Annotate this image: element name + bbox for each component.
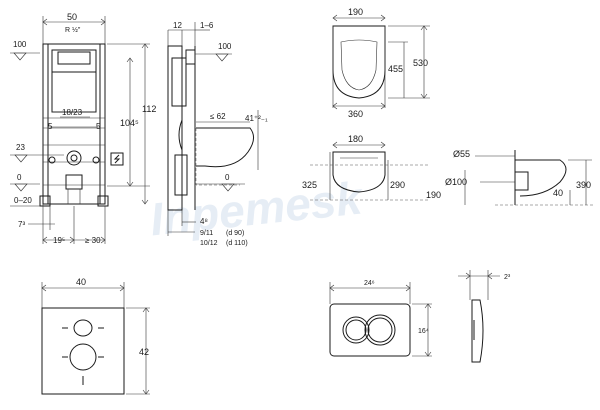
bottom-7-label: 7³ — [18, 220, 25, 229]
installation-frame-front-view: 50 R ½" 100 112 — [10, 12, 156, 245]
side-dim-62-label: ≤ 62 — [210, 112, 226, 121]
toilet-bowl-front-view: 180 325 290 — [302, 134, 430, 201]
spacing-18-23-label: 18/23 — [62, 108, 83, 117]
frame-width-label: 50 — [67, 12, 77, 22]
flush-plate-width-label: 24⁶ — [364, 280, 375, 287]
thread-label: R ½" — [65, 26, 81, 34]
bowl-top-length-530-label: 530 — [413, 58, 428, 68]
side-dim-4-label: 4⁸ — [200, 217, 208, 226]
bowl-side-dim-40-label: 40 — [553, 188, 563, 198]
side-dim-41-label: 41⁺²₋₁ — [245, 114, 268, 123]
side-note-d110-label: (d 110) — [226, 240, 248, 247]
bowl-top-length-455-label: 455 — [388, 64, 403, 74]
cover-plate-view: 40 42 — [41, 277, 150, 395]
frame-level-0-label: 0 — [17, 173, 22, 182]
flush-plate-front-view: 24⁶ 16⁴ — [329, 280, 432, 357]
installation-side-view: 12 1–6 100 ≤ 62 41⁺²₋₁ 0 4⁸ 9/11 — [167, 21, 268, 247]
frame-level-23-label: 23 — [16, 143, 25, 152]
frame-height-104-label: 104⁵ — [120, 118, 139, 128]
frame-level-100-label: 100 — [13, 40, 27, 49]
frame-range-0-20-label: 0–20 — [14, 196, 32, 205]
bottom-30-label: ≥ 30 — [85, 236, 101, 245]
bottom-19-label: 19⁵ — [53, 236, 65, 245]
toilet-bowl-side-view: Ø55 Ø100 190 390 40 — [426, 149, 595, 206]
watermark-text: Inpemesk — [148, 171, 367, 245]
bowl-side-dia-55-label: Ø55 — [453, 149, 470, 159]
bowl-front-height-325-label: 325 — [302, 180, 317, 190]
bowl-front-width-label: 180 — [348, 134, 363, 144]
side-dim-9-11-label: 9/11 — [200, 230, 213, 237]
cover-plate-width-label: 40 — [76, 277, 86, 287]
bowl-top-width-label: 190 — [348, 7, 363, 17]
bowl-top-width-bottom-label: 360 — [348, 109, 363, 119]
tick-5-right-label: 5 — [96, 122, 101, 131]
flush-plate-depth-label: 2³ — [504, 274, 511, 281]
bowl-side-height-390-label: 390 — [576, 180, 591, 190]
cover-plate-height-label: 42 — [139, 347, 149, 357]
flush-plate-height-label: 16⁴ — [418, 328, 429, 335]
frame-height-112-label: 112 — [142, 104, 156, 114]
side-note-d90-label: (d 90) — [226, 230, 244, 237]
side-level-100-label: 100 — [218, 42, 232, 51]
bowl-front-height-290-label: 290 — [390, 180, 405, 190]
flush-plate-side-view: 2³ — [458, 270, 511, 363]
side-top-12-label: 12 — [173, 21, 182, 30]
side-level-0-label: 0 — [225, 173, 230, 182]
side-dim-10-12-label: 10/12 — [200, 240, 218, 247]
tick-5-left-label: 5 — [48, 122, 53, 131]
bowl-side-dia-100-label: Ø100 — [445, 177, 467, 187]
side-top-1-6-label: 1–6 — [200, 21, 214, 30]
bowl-front-height-190-label: 190 — [426, 190, 441, 200]
toilet-bowl-top-view: 190 360 455 530 — [332, 7, 430, 119]
